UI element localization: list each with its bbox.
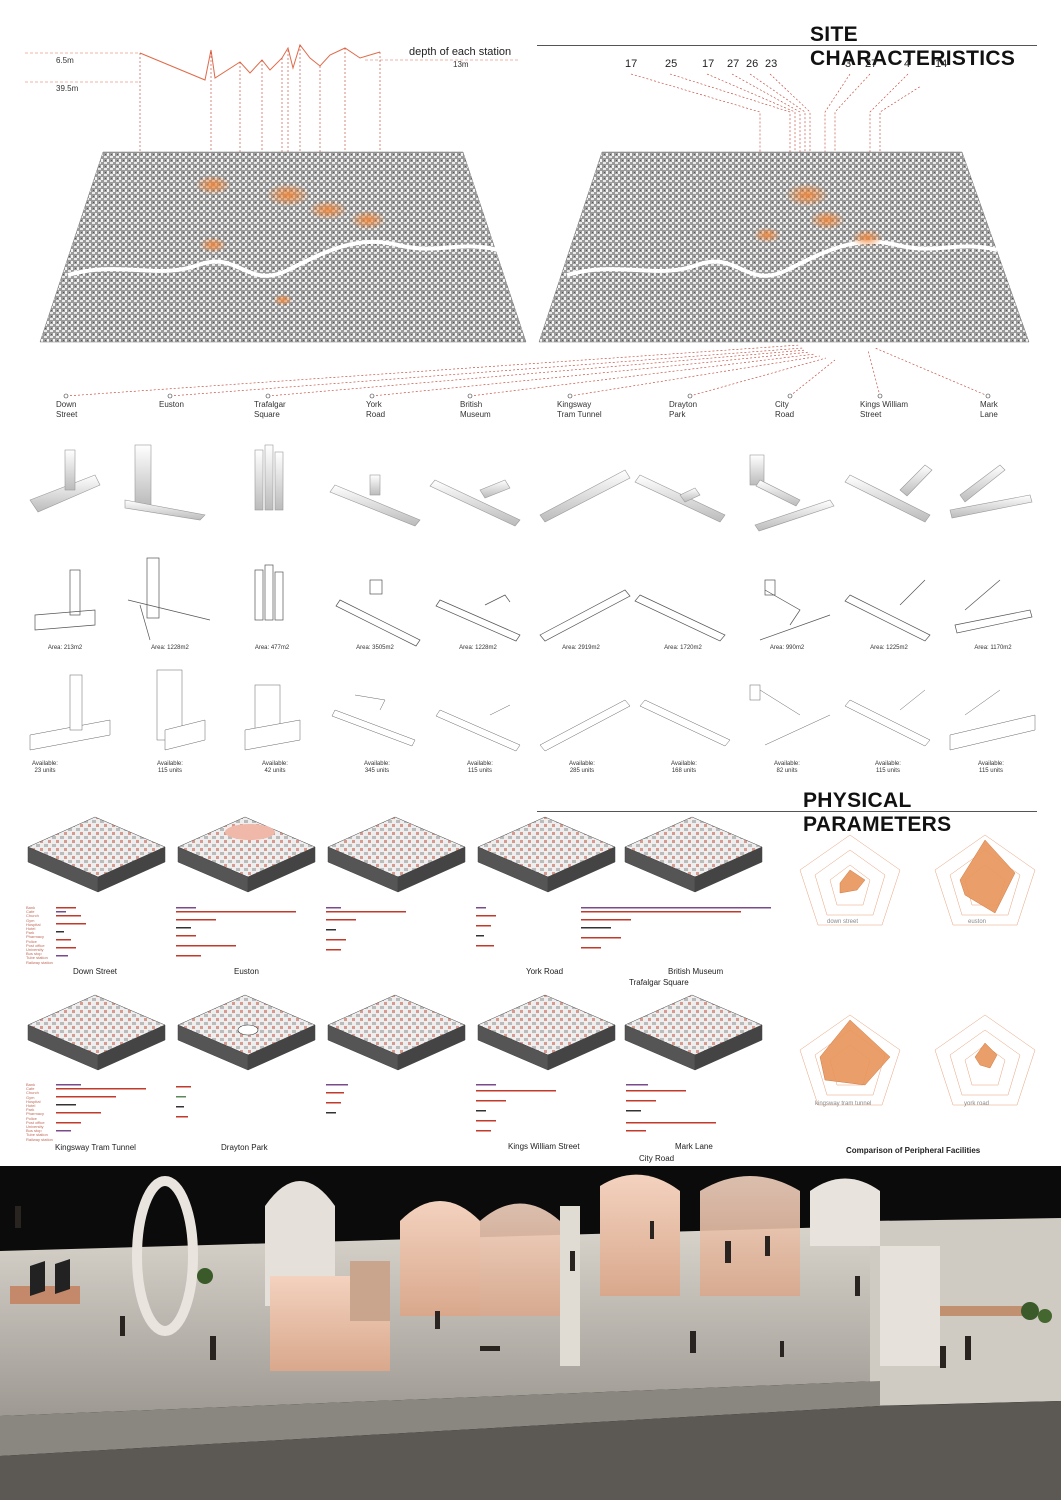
block-caption: Kingsway Tram Tunnel <box>55 1143 136 1152</box>
heading-rule <box>537 811 1037 812</box>
facility-count: 17 <box>625 58 638 70</box>
depth-shallow-label: 6.5m <box>56 56 74 65</box>
units-caption: Available:42 units <box>262 761 288 774</box>
interior-render <box>0 1166 1061 1500</box>
block-caption: Down Street <box>73 967 118 976</box>
depth-deep-label: 39.5m <box>56 84 79 93</box>
block-caption: Kings William Street <box>508 1142 580 1151</box>
facility-count: 3 <box>845 58 852 70</box>
facility-count: 23 <box>765 58 778 70</box>
area-caption: Area: 1170m2 <box>974 645 1012 651</box>
station-leader-lines <box>63 344 991 399</box>
radar-caption: euston <box>968 919 987 925</box>
interior-render-illustration <box>0 1174 1061 1500</box>
depth-title: depth of each station <box>409 46 512 58</box>
block-caption: York Road <box>526 967 564 976</box>
units-caption: Available:115 units <box>467 761 493 774</box>
units-caption: Available:168 units <box>671 761 697 774</box>
block-caption: Drayton Park <box>221 1143 268 1152</box>
facility-count: 27 <box>727 58 740 70</box>
london-map-right <box>538 151 1030 343</box>
radar-caption: kingsway tram tunnel <box>815 1101 872 1107</box>
units-caption: Available:23 units <box>32 761 58 774</box>
block-caption: City Road <box>639 1154 675 1163</box>
units-caption: Available:345 units <box>364 761 390 774</box>
block-caption: Euston <box>234 967 259 976</box>
radar-caption: down street <box>827 919 859 925</box>
units-caption: Available:82 units <box>774 761 800 774</box>
radar-charts <box>799 834 1036 1106</box>
area-caption: Area: 1228m2 <box>459 645 497 651</box>
london-map-left <box>39 151 527 343</box>
city-blocks-row1 <box>27 816 763 893</box>
depth-profile-graph <box>25 43 520 170</box>
units-caption: Available:285 units <box>569 761 595 774</box>
radar-caption: york road <box>964 1101 990 1107</box>
facility-count: 14 <box>935 58 948 70</box>
facility-count: 27 <box>865 58 878 70</box>
area-caption: Area: 2919m2 <box>562 645 600 651</box>
units-caption: Available:115 units <box>978 761 1004 774</box>
site-characteristics-heading: SITE CHARACTERISTICS <box>810 23 1016 70</box>
facility-bars-row1 <box>56 907 771 957</box>
station-label-euston: Euston <box>159 400 184 409</box>
area-caption: Area: 1225m2 <box>870 645 908 651</box>
area-caption: Area: 3505m2 <box>356 645 394 651</box>
facility-count: 25 <box>665 58 678 70</box>
area-caption: Area: 990m2 <box>769 645 805 651</box>
facility-bars-row2 <box>56 1084 716 1132</box>
block-caption: Trafalgar Square <box>629 978 689 987</box>
units-caption: Available:115 units <box>875 761 901 774</box>
number-leader-lines <box>630 73 920 170</box>
area-caption: Area: 477m2 <box>254 645 290 651</box>
area-caption: Area: 1228m2 <box>151 645 189 651</box>
units-caption: Available:115 units <box>157 761 183 774</box>
tunnel-models-grid <box>29 444 1036 752</box>
heading-rule <box>537 45 1037 46</box>
block-caption: British Museum <box>668 967 724 976</box>
facility-count: 4 <box>904 58 911 70</box>
block-caption: Mark Lane <box>675 1142 713 1151</box>
facility-count: 26 <box>746 58 759 70</box>
facility-count: 17 <box>702 58 715 70</box>
radar-title: Comparison of Peripheral Facilities <box>846 1146 981 1155</box>
city-blocks-row2 <box>27 994 763 1071</box>
area-caption: Area: 213m2 <box>47 645 83 651</box>
depth-mid-label: 13m <box>453 60 469 69</box>
physical-parameters-heading: PHYSICAL PARAMETERS <box>803 789 952 836</box>
area-caption: Area: 1720m2 <box>664 645 702 651</box>
